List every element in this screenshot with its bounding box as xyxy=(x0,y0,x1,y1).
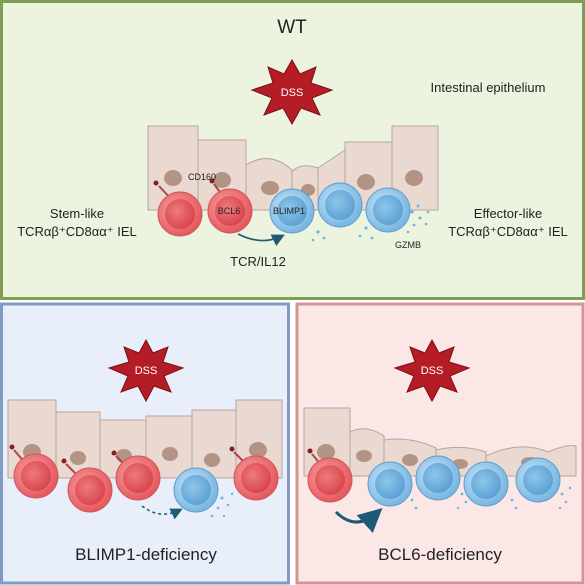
stem-like-label-line1: Stem-like xyxy=(50,206,104,221)
blimp1-stem-like-cell xyxy=(229,446,279,501)
blimp1-blocked-differentiation-arrow xyxy=(141,505,183,520)
blimp1-gzmb-granules xyxy=(210,492,234,518)
wt-panel: WT DSS Intestinal epithelium xyxy=(0,0,585,300)
wt-effector-like-cell xyxy=(317,182,363,228)
dss-label: DSS xyxy=(421,365,444,377)
wt-gzmb-granules xyxy=(311,204,430,242)
dss-burst-icon: DSS xyxy=(393,338,471,403)
wt-differentiation-arrow xyxy=(237,233,285,247)
dss-burst-icon: DSS xyxy=(107,338,185,403)
marker-bcl6: BCL6 xyxy=(218,206,241,216)
wt-panel-frame xyxy=(0,0,585,300)
blimp1-deficiency-title: BLIMP1-deficiency xyxy=(75,545,217,564)
dss-label: DSS xyxy=(135,365,158,377)
marker-blimp1: BLIMP1 xyxy=(273,206,305,216)
blimp1-stem-like-cell xyxy=(111,450,161,501)
wt-effector-like-cell xyxy=(365,187,411,233)
bcl6-effector-like-cell xyxy=(515,457,561,503)
wt-stem-like-cell xyxy=(153,180,203,237)
bcl6-stem-like-cell xyxy=(307,448,353,503)
blimp1-effector-like-cell xyxy=(173,467,219,513)
bcl6-deficiency-title: BCL6-deficiency xyxy=(378,545,502,564)
dss-label: DSS xyxy=(281,87,304,99)
bcl6-effector-like-cell xyxy=(463,461,509,507)
dss-burst-icon: DSS xyxy=(250,58,334,126)
blimp1-stem-like-cell xyxy=(61,458,113,513)
effector-like-label-line1: Effector-like xyxy=(474,206,542,221)
wt-effector-like-cell xyxy=(269,188,315,234)
marker-gzmb: GZMB xyxy=(395,240,421,250)
wt-stem-like-cell xyxy=(207,178,253,234)
blimp1-stem-like-cell xyxy=(9,444,59,499)
bcl6-accelerated-differentiation-arrow xyxy=(334,507,383,533)
bcl6-effector-like-cell xyxy=(415,455,461,501)
blimp1-deficiency-panel: DSS xyxy=(0,302,290,585)
marker-cd160: CD160 xyxy=(188,172,216,182)
tcr-il12-label: TCR/IL12 xyxy=(230,254,286,269)
wt-title: WT xyxy=(277,17,307,38)
intestinal-epithelium-label: Intestinal epithelium xyxy=(431,80,546,95)
effector-like-label-line2: TCRαβ⁺CD8αα⁺ IEL xyxy=(448,224,568,239)
bcl6-effector-like-cell xyxy=(367,461,413,507)
stem-like-label-line2: TCRαβ⁺CD8αα⁺ IEL xyxy=(17,224,137,239)
bcl6-gzmb-granules xyxy=(410,486,572,510)
bcl6-deficiency-panel: DSS xyxy=(295,302,585,585)
